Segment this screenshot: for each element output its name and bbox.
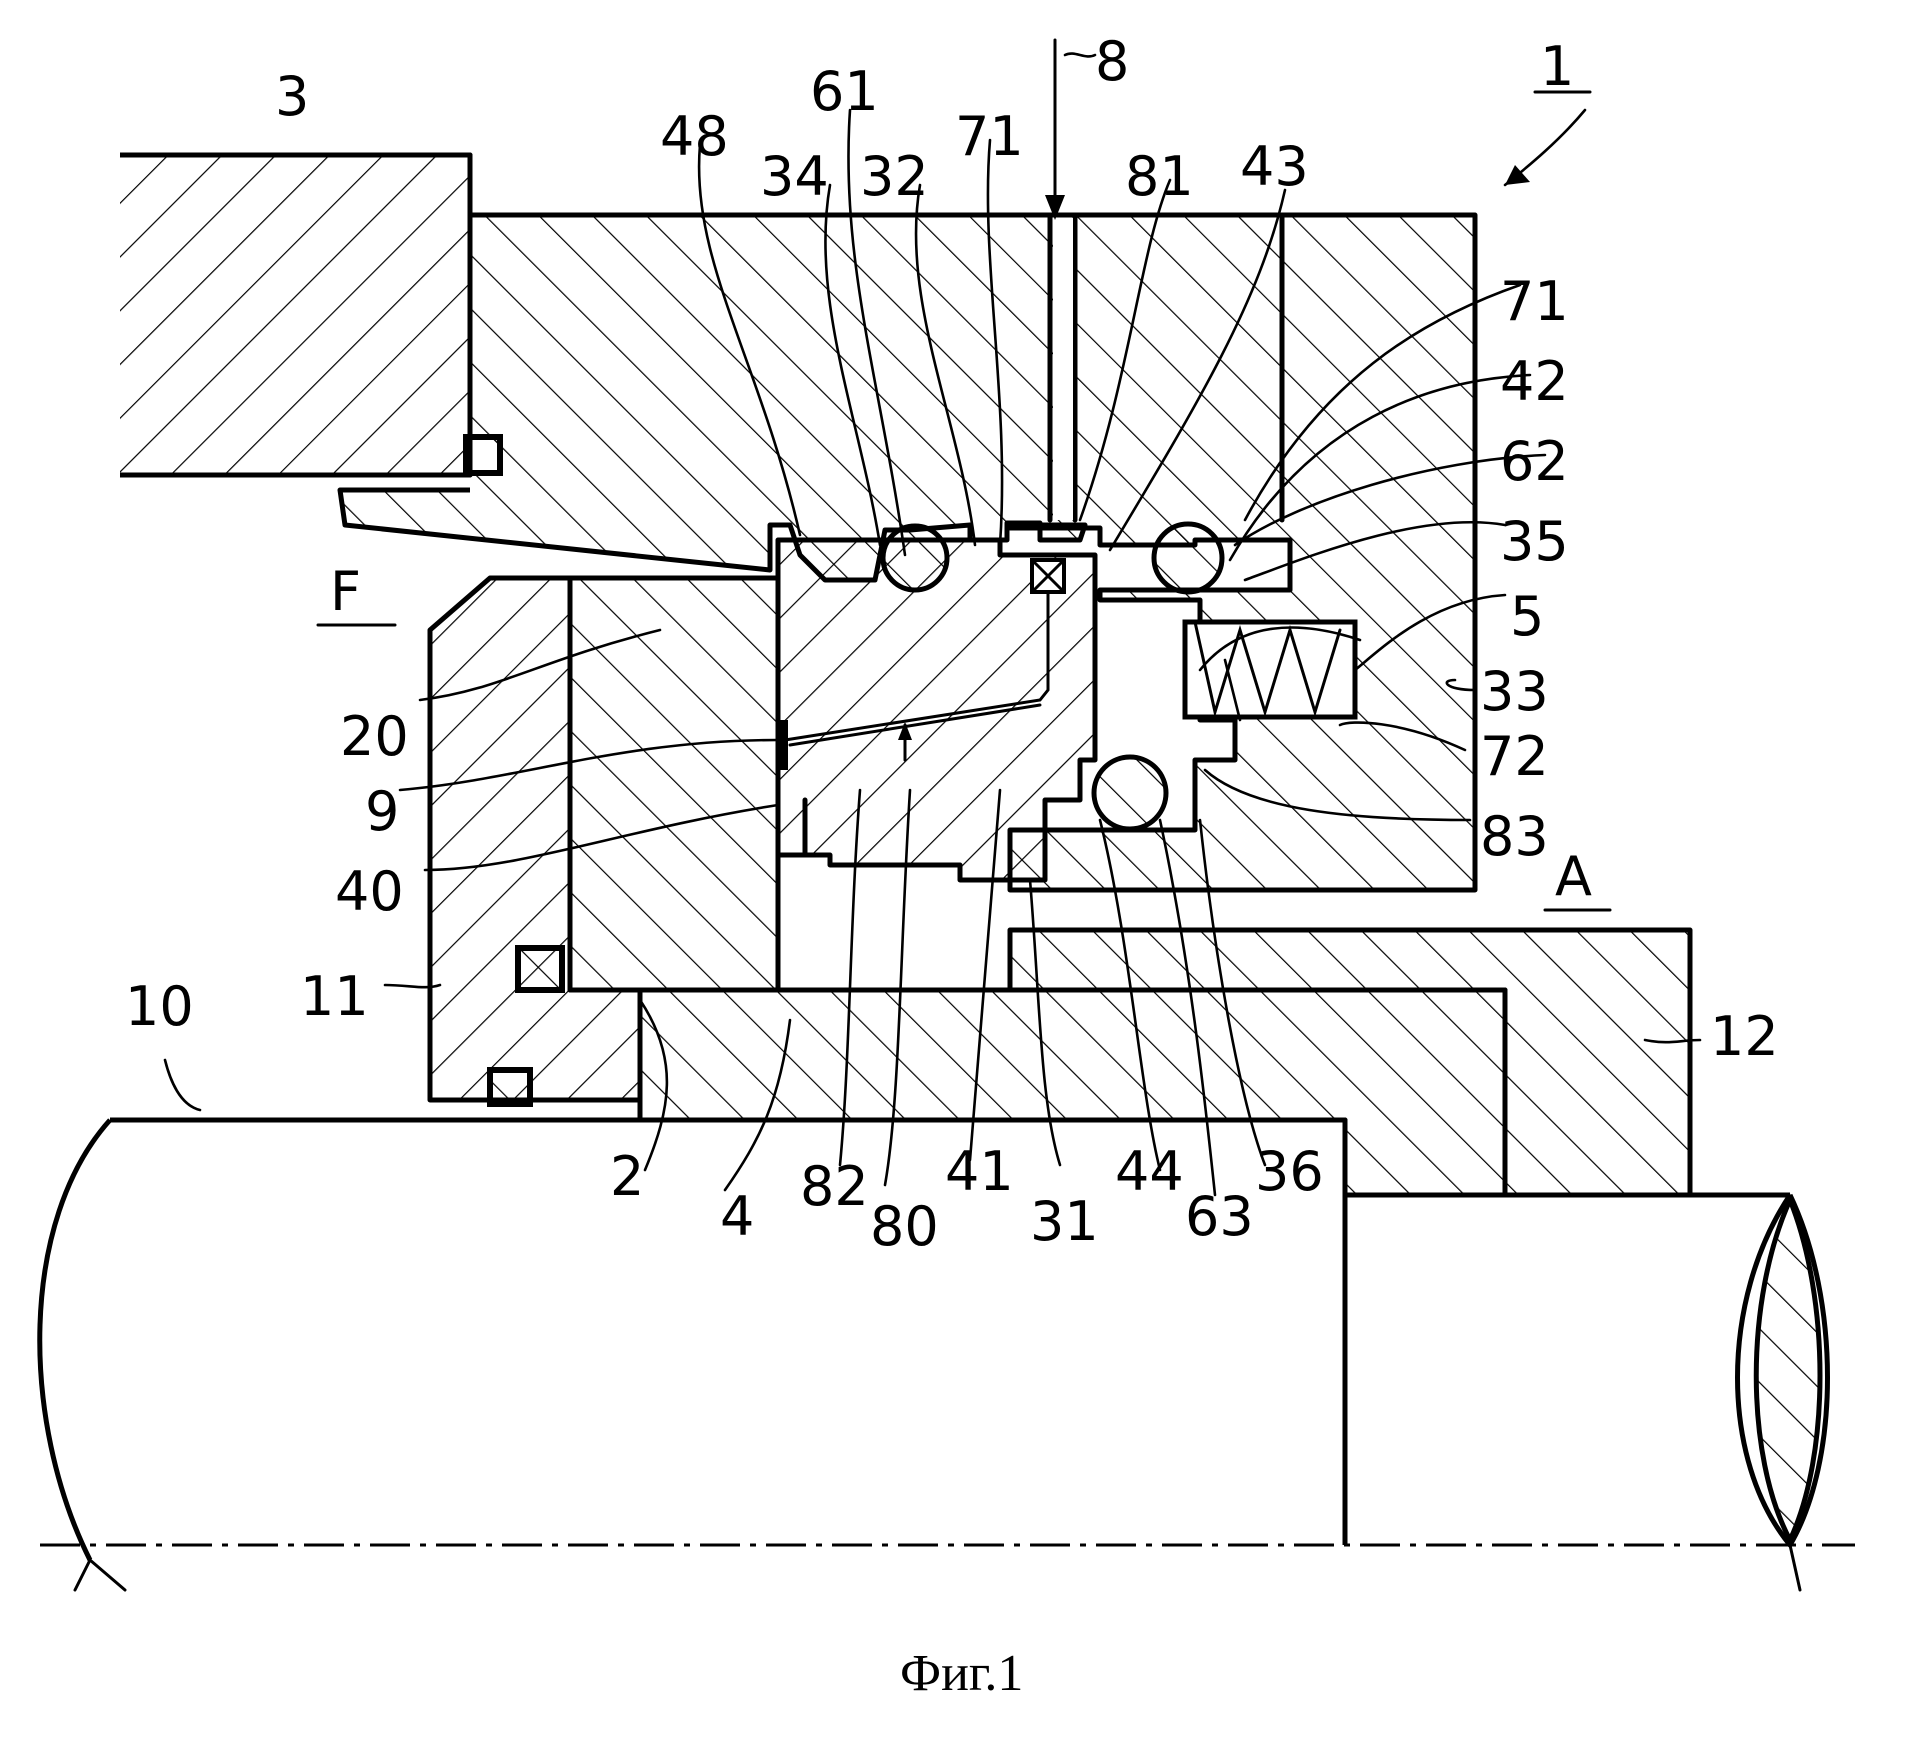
label-5: 5 xyxy=(1510,585,1544,648)
label-61: 61 xyxy=(810,60,879,123)
label-41: 41 xyxy=(945,1140,1014,1203)
label-80: 80 xyxy=(870,1195,939,1258)
rotating-ring-2 xyxy=(570,578,778,990)
label-12: 12 xyxy=(1710,1005,1779,1068)
label-35: 35 xyxy=(1500,510,1569,573)
label-F: F xyxy=(330,560,361,623)
label-63: 63 xyxy=(1185,1185,1254,1248)
spring-5 xyxy=(1185,622,1355,717)
label-33: 33 xyxy=(1480,660,1549,723)
label-4: 4 xyxy=(720,1185,754,1248)
label-31: 31 xyxy=(1030,1190,1099,1253)
label-81: 81 xyxy=(1125,145,1194,208)
label-9: 9 xyxy=(365,780,399,843)
label-62: 62 xyxy=(1500,430,1569,493)
label-42: 42 xyxy=(1500,350,1569,413)
label-83: 83 xyxy=(1480,805,1549,868)
label-8: 8 xyxy=(1095,30,1129,93)
label-32: 32 xyxy=(860,145,929,208)
label-A: A xyxy=(1555,845,1592,908)
label-71-right: 71 xyxy=(1500,270,1569,333)
label-43: 43 xyxy=(1240,135,1309,198)
label-71-top: 71 xyxy=(955,105,1024,168)
label-20: 20 xyxy=(340,705,409,768)
housing-3 xyxy=(120,155,500,475)
label-1: 1 xyxy=(1540,35,1574,98)
label-36: 36 xyxy=(1255,1140,1324,1203)
label-2: 2 xyxy=(610,1145,644,1208)
label-44: 44 xyxy=(1115,1140,1184,1203)
label-34: 34 xyxy=(760,145,829,208)
figure-caption: Фиг.1 xyxy=(900,1645,1023,1702)
label-48: 48 xyxy=(660,105,729,168)
label-11: 11 xyxy=(300,965,369,1028)
label-72: 72 xyxy=(1480,725,1549,788)
label-40: 40 xyxy=(335,860,404,923)
label-82: 82 xyxy=(800,1155,869,1218)
label-3: 3 xyxy=(275,65,309,128)
label-10: 10 xyxy=(125,975,194,1038)
